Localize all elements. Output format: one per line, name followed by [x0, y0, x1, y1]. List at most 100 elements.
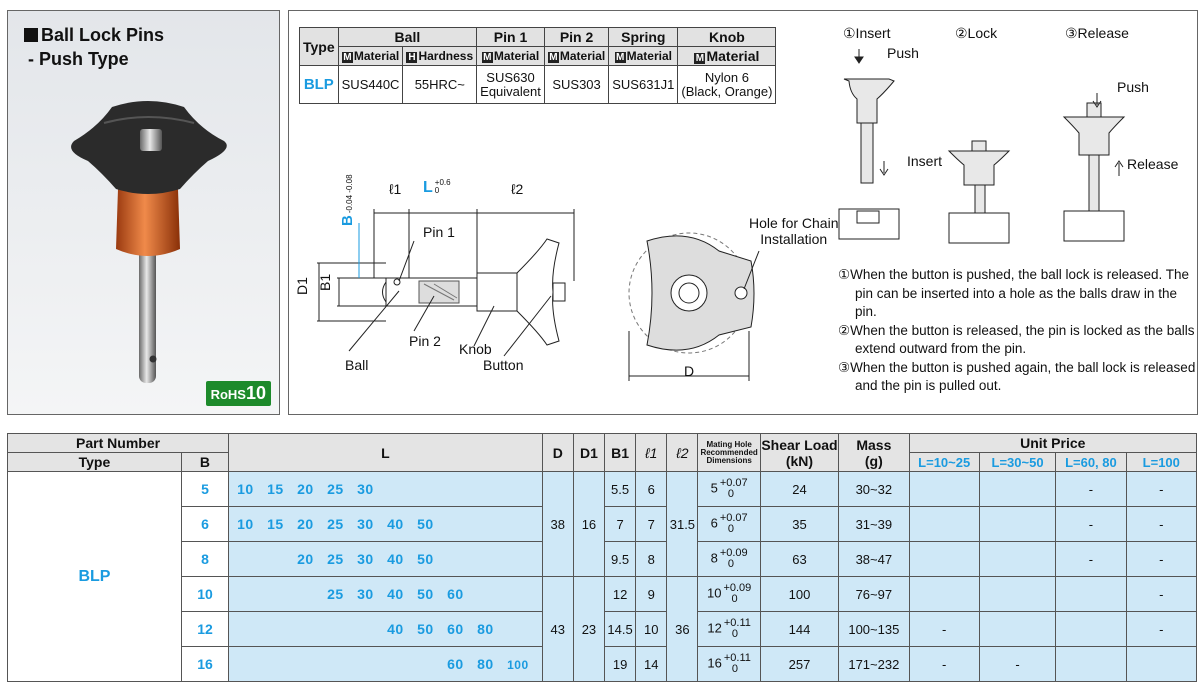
header-B: B [180, 452, 230, 472]
unit-price-cell[interactable]: - [1125, 611, 1198, 647]
L-values: 10 15 20 25 30 40 50 [228, 506, 543, 542]
step-illustrations [838, 49, 1126, 244]
L-value[interactable]: 30 [357, 481, 374, 497]
unit-price-cell[interactable]: - [908, 646, 980, 682]
label-button: Button [483, 357, 524, 373]
step1-insert-arrow: Insert [907, 153, 943, 169]
unit-price-cell[interactable] [978, 541, 1057, 577]
spec-type: BLP [299, 65, 339, 104]
L-value[interactable]: 60 [447, 656, 464, 672]
unit-price-cell[interactable]: - [1125, 541, 1198, 577]
unit-price-cell[interactable] [1055, 576, 1127, 612]
unit-price-cell[interactable] [978, 471, 1057, 507]
l2-cell: 31.5 [666, 471, 699, 577]
L-value[interactable]: 80 [477, 621, 494, 637]
unit-price-cell[interactable] [1055, 611, 1127, 647]
L-value[interactable]: 60 [447, 621, 464, 637]
header-price-100: L=100 [1125, 452, 1198, 472]
unit-price-cell[interactable] [978, 611, 1057, 647]
L-values: 25 30 40 50 60 [228, 576, 543, 612]
L-value[interactable]: 80 [477, 656, 494, 672]
B-cell: 5 [180, 471, 230, 507]
pin2-material: SUS303 [543, 65, 610, 104]
unit-price-cell[interactable]: - [1055, 541, 1127, 577]
spring-material: SUS631J1 [608, 65, 679, 104]
L-value[interactable]: 10 [237, 481, 254, 497]
L-value[interactable]: 100 [507, 658, 529, 672]
shear-load-cell: 35 [759, 506, 840, 542]
L-value[interactable]: 50 [417, 516, 434, 532]
B-cell: 8 [180, 541, 230, 577]
shear-load-cell: 144 [759, 611, 840, 647]
L-value[interactable]: 40 [387, 586, 404, 602]
header-mass: Mass(g) [838, 433, 910, 472]
step3-push: Push [1117, 79, 1149, 95]
header-type: Type [7, 452, 182, 472]
L-value[interactable]: 60 [447, 586, 464, 602]
D-cell: 43 [541, 576, 574, 682]
ball-lock-pin-photo [71, 101, 227, 383]
L-value[interactable]: 10 [237, 516, 254, 532]
unit-price-cell[interactable]: - [1055, 506, 1127, 542]
header-price-60-80: L=60, 80 [1055, 452, 1127, 472]
shear-load-cell: 257 [759, 646, 840, 682]
L-value[interactable]: 30 [357, 551, 374, 567]
L-value[interactable]: 25 [327, 551, 344, 567]
L-value[interactable]: 25 [327, 586, 344, 602]
L-value[interactable]: 50 [417, 586, 434, 602]
header-D1: D1 [572, 433, 606, 472]
L-value[interactable]: 20 [297, 481, 314, 497]
unit-price-cell[interactable] [908, 506, 980, 542]
L-value[interactable]: 30 [357, 516, 374, 532]
header-D: D [541, 433, 574, 472]
usage-notes: ①When the button is pushed, the ball loc… [838, 266, 1198, 396]
unit-price-cell[interactable] [978, 506, 1057, 542]
mass-cell: 38~47 [838, 541, 910, 577]
unit-price-cell[interactable]: - [978, 646, 1057, 682]
L-value[interactable]: 50 [417, 621, 434, 637]
header-B1: B1 [603, 433, 637, 472]
unit-price-cell[interactable]: - [1055, 471, 1127, 507]
L-value[interactable]: 40 [387, 621, 404, 637]
L-value[interactable]: 20 [297, 551, 314, 567]
unit-price-cell[interactable] [908, 576, 980, 612]
unit-price-cell[interactable]: - [1125, 471, 1198, 507]
unit-price-cell[interactable] [978, 576, 1057, 612]
unit-price-cell[interactable]: - [908, 611, 980, 647]
L-value[interactable]: 25 [327, 481, 344, 497]
B1-cell: 19 [603, 646, 637, 682]
unit-price-cell[interactable] [908, 471, 980, 507]
unit-price-cell[interactable] [1055, 646, 1127, 682]
L-value[interactable]: 25 [327, 516, 344, 532]
L-value[interactable]: 40 [387, 516, 404, 532]
L-value[interactable]: 30 [357, 586, 374, 602]
L-value[interactable]: 40 [387, 551, 404, 567]
B-cell: 16 [180, 646, 230, 682]
unit-price-cell[interactable]: - [1125, 576, 1198, 612]
l1-cell: 10 [635, 611, 668, 647]
unit-price-cell[interactable]: - [1125, 506, 1198, 542]
unit-price-cell[interactable] [908, 541, 980, 577]
unit-price-cell[interactable] [1125, 646, 1198, 682]
material-icon: M [694, 53, 706, 64]
L-value[interactable]: 20 [297, 516, 314, 532]
step-release-label: ③Release [1065, 25, 1129, 41]
step-lock-label: ②Lock [955, 25, 998, 41]
L-value[interactable]: 50 [417, 551, 434, 567]
L-value[interactable]: 15 [267, 516, 284, 532]
L-value[interactable]: 15 [267, 481, 284, 497]
l2-cell: 36 [666, 576, 699, 682]
D1-cell: 16 [572, 471, 606, 577]
